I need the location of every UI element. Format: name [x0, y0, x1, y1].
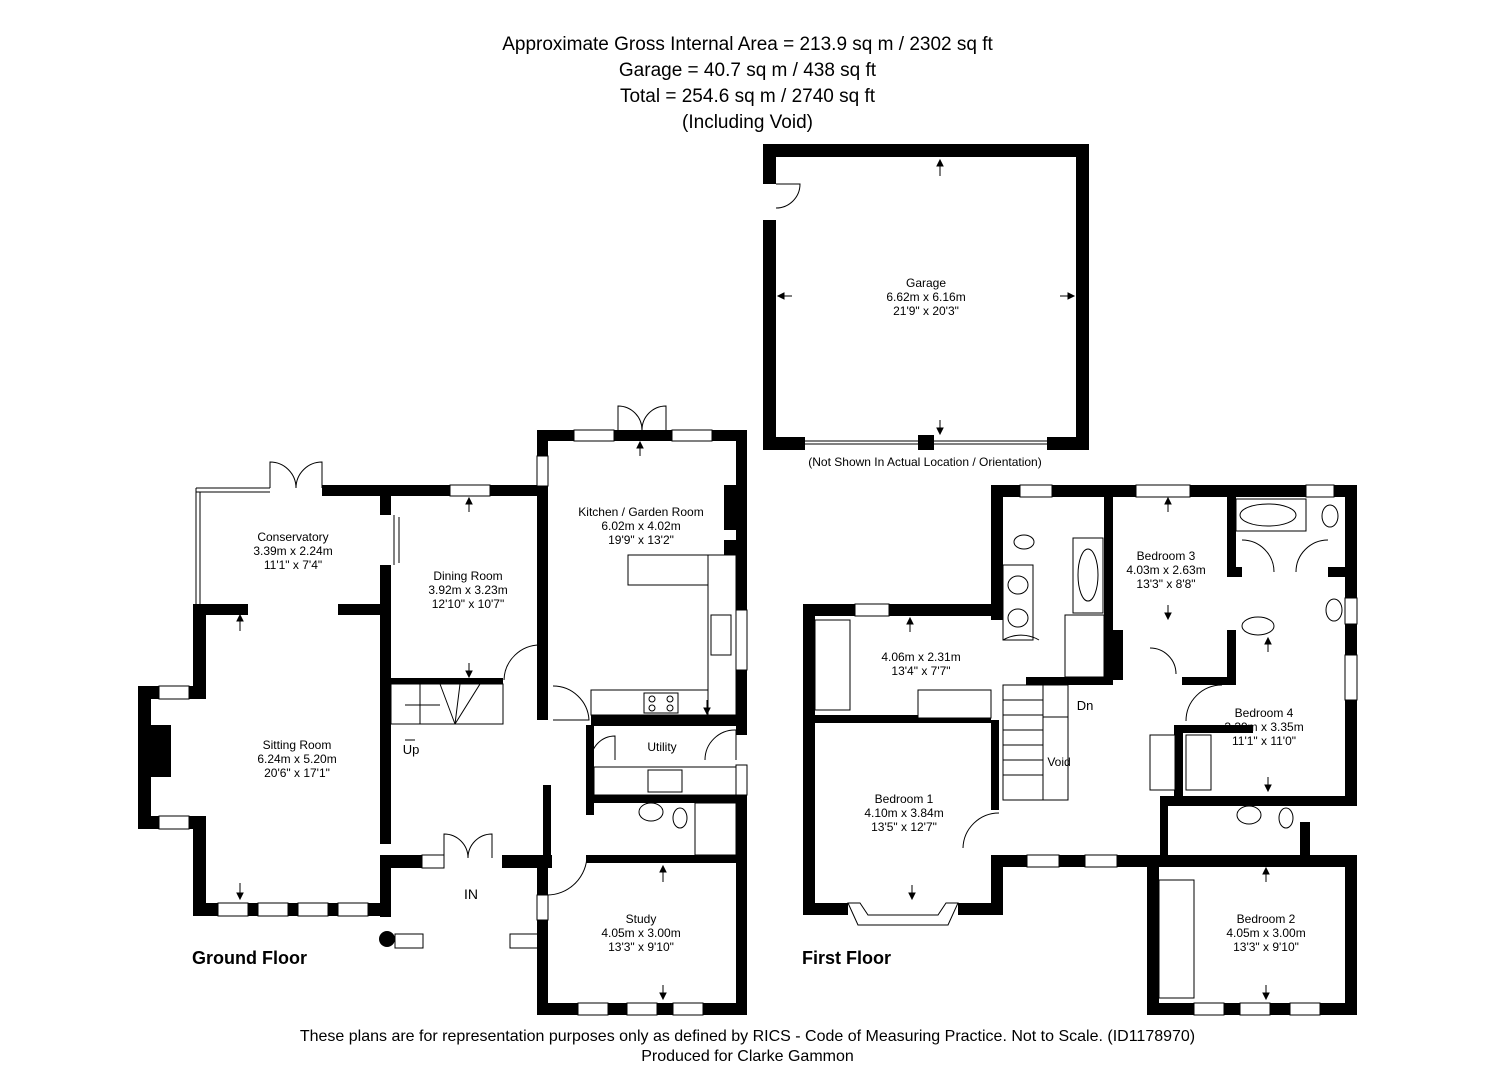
utility-label: Utility	[647, 740, 677, 754]
study-name: Study	[625, 912, 657, 926]
kitchen-label: Kitchen / Garden Room 6.02m x 4.02m 19'9…	[578, 505, 703, 547]
sitting-room-label: Sitting Room 6.24m x 5.20m 20'6" x 17'1"	[257, 738, 336, 780]
ground-floor-title: Ground Floor	[192, 948, 307, 968]
bedroom2-label: Bedroom 2 4.05m x 3.00m 13'3" x 9'10"	[1226, 912, 1305, 954]
ground-floor-windows	[158, 429, 748, 1016]
garage-area-line: Garage = 40.7 sq m / 438 sq ft	[618, 60, 877, 81]
garage-label: Garage 6.62m x 6.16m 21'9" x 20'3"	[886, 276, 965, 318]
stairs-down-label: Dn	[1076, 698, 1094, 713]
ground-floor-fixtures	[269, 405, 737, 896]
produced-for-text: Produced for Clarke Gammon	[641, 1048, 854, 1065]
bedroom3-metric: 4.03m x 2.63m	[1126, 563, 1206, 577]
bedroom3-imperial: 13'3" x 8'8"	[1136, 577, 1196, 591]
gross-area-line: Approximate Gross Internal Area = 213.9 …	[502, 34, 993, 55]
bedroom2-name: Bedroom 2	[1236, 912, 1296, 926]
entrance-label: IN	[464, 886, 478, 902]
sitting-room-imperial: 20'6" x 17'1"	[264, 766, 330, 780]
garage-walls	[763, 144, 1089, 450]
bedroom3-label: Bedroom 3 4.03m x 2.63m 13'3" x 8'8"	[1126, 549, 1205, 591]
bedroom4-name: Bedroom 4	[1234, 706, 1294, 720]
kitchen-imperial: 19'9" x 13'2"	[608, 533, 674, 547]
conservatory-imperial: 11'1" x 7'4"	[263, 558, 323, 572]
dining-room-metric: 3.92m x 3.23m	[428, 583, 508, 597]
garage-note: (Not Shown In Actual Location / Orientat…	[808, 455, 1042, 469]
landing-room-metric: 4.06m x 2.31m	[881, 650, 961, 664]
landing-room-label: 4.06m x 2.31m 13'4" x 7'7"	[881, 650, 960, 678]
void-label: Void	[1047, 755, 1071, 769]
sitting-room-metric: 6.24m x 5.20m	[257, 752, 337, 766]
first-floor-fixtures	[814, 498, 1343, 999]
landing-room-imperial: 13'4" x 7'7"	[891, 664, 951, 678]
bedroom4-imperial: 11'1" x 11'0"	[1231, 734, 1297, 748]
stairs-up-label: Up	[402, 742, 420, 757]
garage-imperial: 21'9" x 20'3"	[893, 304, 959, 318]
dining-room-name: Dining Room	[433, 569, 503, 583]
disclaimer-text: These plans are for representation purpo…	[299, 1028, 1196, 1045]
conservatory-label: Conservatory 3.39m x 2.24m 11'1" x 7'4"	[253, 530, 332, 572]
bedroom1-label: Bedroom 1 4.10m x 3.84m 13'5" x 12'7"	[864, 792, 943, 834]
bedroom3-name: Bedroom 3	[1136, 549, 1196, 563]
bedroom2-imperial: 13'3" x 9'10"	[1233, 940, 1299, 954]
conservatory-metric: 3.39m x 2.24m	[253, 544, 333, 558]
study-metric: 4.05m x 3.00m	[601, 926, 681, 940]
dimension-arrows	[236, 158, 1272, 1001]
first-floor-windows	[847, 484, 1358, 1016]
sitting-room-name: Sitting Room	[262, 738, 332, 752]
study-imperial: 13'3" x 9'10"	[608, 940, 674, 954]
including-void-line: (Including Void)	[682, 112, 813, 133]
garage-metric: 6.62m x 6.16m	[886, 290, 966, 304]
conservatory-name: Conservatory	[257, 530, 329, 544]
kitchen-name: Kitchen / Garden Room	[578, 505, 704, 519]
bedroom2-metric: 4.05m x 3.00m	[1226, 926, 1306, 940]
kitchen-metric: 6.02m x 4.02m	[601, 519, 681, 533]
dining-room-label: Dining Room 3.92m x 3.23m 12'10" x 10'7"	[428, 569, 507, 611]
bedroom1-metric: 4.10m x 3.84m	[864, 806, 944, 820]
total-area-line: Total = 254.6 sq m / 2740 sq ft	[619, 86, 876, 107]
bedroom1-name: Bedroom 1	[874, 792, 934, 806]
dining-room-imperial: 12'10" x 10'7"	[431, 597, 505, 611]
study-label: Study 4.05m x 3.00m 13'3" x 9'10"	[601, 912, 680, 954]
bedroom1-imperial: 13'5" x 12'7"	[871, 820, 937, 834]
first-floor-title: First Floor	[802, 948, 891, 968]
bedroom4-metric: 3.39m x 3.35m	[1224, 720, 1304, 734]
bedroom4-label: Bedroom 4 3.39m x 3.35m 11'1" x 11'0"	[1224, 706, 1303, 748]
garage-name: Garage	[905, 276, 947, 290]
